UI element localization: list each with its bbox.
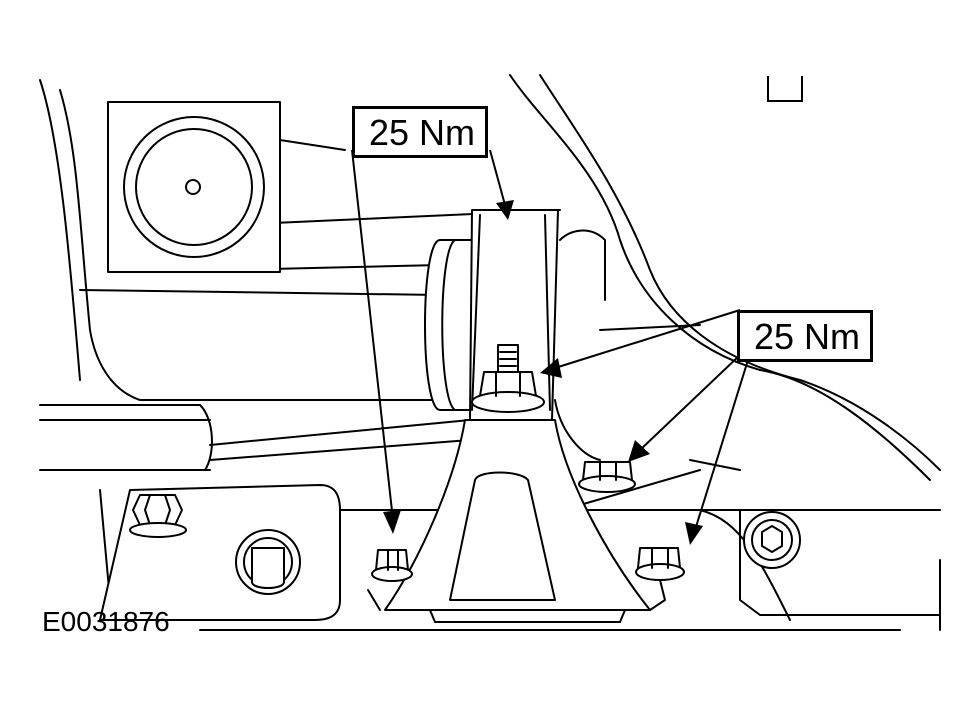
hex-socket-plug [743, 511, 801, 569]
upper-mount-bracket [107, 101, 346, 273]
mount-base [384, 419, 651, 623]
lower-bolt-right [635, 547, 685, 611]
lower-bolt-left [367, 549, 413, 611]
leader-right [540, 309, 749, 545]
torque-callout-left: 25 Nm [352, 106, 489, 158]
top-stud-nut [471, 344, 545, 413]
torque-callout-right: 25 Nm [737, 310, 874, 362]
figure-id-label: E0031876 [42, 606, 170, 637]
leader-left [351, 149, 514, 534]
left-flange [99, 484, 341, 621]
flange-bolt-right [578, 461, 636, 493]
bushing [424, 239, 476, 411]
drain-plug [235, 529, 301, 595]
view-indicator-box [767, 76, 803, 102]
